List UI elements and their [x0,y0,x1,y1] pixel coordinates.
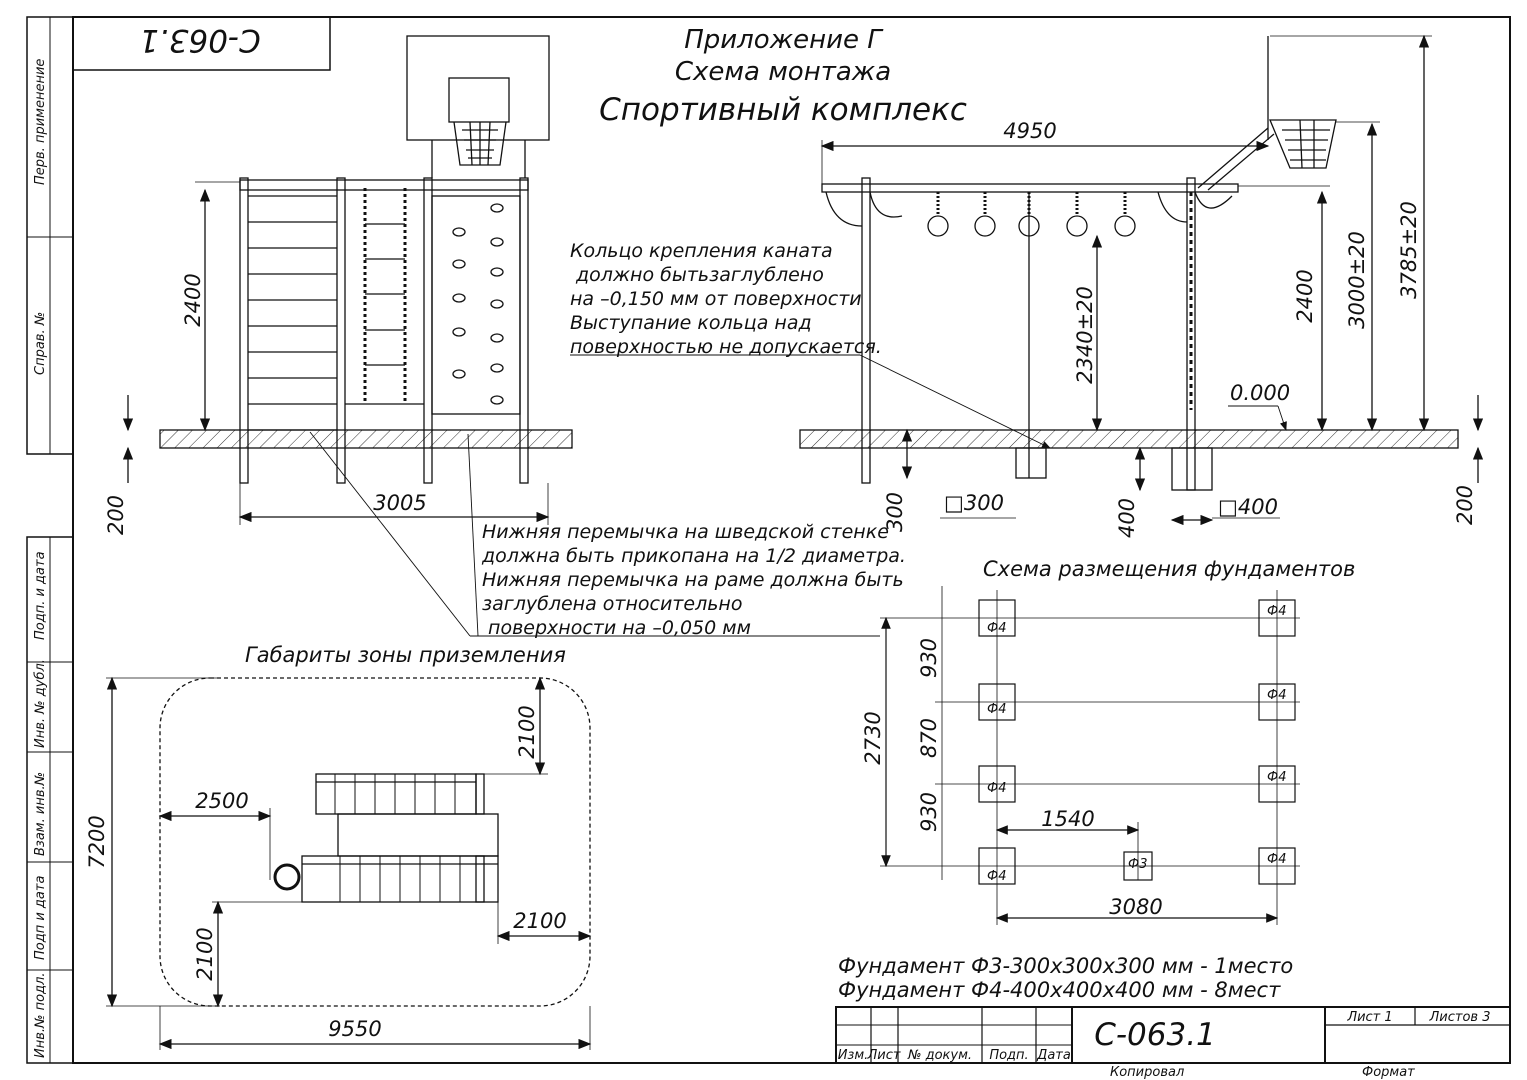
landing-dim-9550: 9550 [328,1017,381,1041]
f4-label-5: Ф4 [1267,604,1286,619]
foundation-spec-2: Фундамент Ф4-400х400х400 мм - 8мест [838,978,1281,1002]
landing-zone-title: Габариты зоны приземления [245,643,566,667]
side-dim-sq300: □300 [944,491,1004,515]
front-view [122,35,880,637]
f4-label-2: Ф4 [987,702,1006,717]
side-dim-200: 200 [1453,485,1477,525]
foundation-spec-1: Фундамент Ф3-300х300х300 мм - 1место [838,954,1293,978]
title-line-3: Спортивный комплекс [599,92,967,128]
bar-note-line-4: заглублена относительно [482,593,742,615]
label-podp-data-1: Подп. и дата [33,551,48,640]
stamp-col-podp: Подп. [989,1048,1028,1063]
found-dim-3080: 3080 [1109,895,1162,919]
f4-label-6: Ф4 [1267,688,1286,703]
drawing-frame [26,16,1511,1064]
side-dim-400: 400 [1115,498,1139,538]
side-dim-3785: 3785±20 [1397,201,1421,299]
stamp-format: Формат [1362,1065,1415,1080]
landing-dim-7200: 7200 [85,815,109,868]
title-block [835,1006,1511,1064]
rope-note-line-4: Выступание кольца над [570,312,812,334]
front-dim-width: 3005 [373,491,426,515]
title-line-1: Приложение Г [684,25,884,55]
rope-note-line-1: Кольцо крепления каната [570,240,833,262]
stamp-col-data: Дата [1036,1048,1071,1063]
label-inv-dubl: Инв. № дубл. [33,659,48,748]
found-dim-1540: 1540 [1041,807,1094,831]
stamp-code: С-063.1 [1094,1017,1216,1053]
corner-code: С-063.1 [139,22,261,58]
side-dim-length: 4950 [1003,119,1056,143]
stamp-col-doc: № докум. [907,1048,972,1063]
found-dim-930-b: 930 [917,792,941,832]
f4-label-8: Ф4 [1267,852,1286,867]
stamp-sheets: Листов 3 [1429,1010,1491,1025]
drawing-title: Приложение Г Схема монтажа Спортивный ко… [599,25,967,128]
bar-note-line-3: Нижняя перемычка на раме должна быть [482,569,904,591]
foundation-labels: Ф4 Ф4 Ф4 Ф4 Ф4 Ф4 Ф4 Ф4 Ф3 [987,604,1286,884]
side-strip-labels: Перв. применение Справ. № Подп. и дата И… [33,59,48,1058]
f4-label-4: Ф4 [987,869,1006,884]
landing-dim-2100-bottom: 2100 [193,927,217,980]
rope-ring-note: Кольцо крепления каната должно бытьзаглу… [570,240,882,358]
f4-label-3: Ф4 [987,781,1006,796]
stamp-copied: Копировал [1110,1065,1184,1080]
foundations-title: Схема размещения фундаментов [983,557,1355,581]
side-view [570,34,1484,526]
stamp-col-izm: Изм. [838,1048,869,1063]
f4-label-1: Ф4 [987,621,1006,636]
gymnastic-rings [927,192,1136,237]
found-dim-930-a: 930 [917,638,941,678]
stamp-col-list: Лист [867,1048,901,1063]
bottom-bar-note: Нижняя перемычка на шведской стенке долж… [481,521,906,639]
rope-note-line-5: поверхностью не допускается. [570,336,882,358]
label-perv-primenenie: Перв. применение [33,59,48,185]
front-dim-height: 2400 [181,273,205,326]
swedish-wall-rungs [248,195,337,431]
landing-dim-2100-right: 2100 [513,909,566,933]
rope-ladder [345,188,424,405]
label-podp-data-2: Подп и дата [33,876,48,960]
label-vzam-inv: Взам. инв.№ [33,772,48,856]
landing-dim-2100-top: 2100 [515,705,539,758]
found-dim-870: 870 [917,718,941,758]
climbing-wall [431,195,521,415]
stamp-sheet: Лист 1 [1346,1010,1392,1025]
bar-note-line-2: должна быть прикопана на 1/2 диаметра. [481,545,906,567]
f4-label-7: Ф4 [1267,770,1286,785]
landing-dim-2500: 2500 [195,789,248,813]
rope-note-line-2: должно бытьзаглублено [570,264,824,286]
landing-zone-plan [106,676,592,1050]
rope-note-line-3: на –0,150 мм от поверхности [570,288,862,310]
label-inv-podl: Инв.№ подл. [33,972,48,1058]
f3-label: Ф3 [1128,857,1147,872]
side-dim-300: 300 [883,492,907,532]
label-sprav-no: Справ. № [33,312,48,375]
side-dim-2400: 2400 [1293,269,1317,322]
side-dim-sq400: □400 [1218,495,1278,519]
found-dim-2730: 2730 [861,711,885,764]
side-dim-ring: 2340±20 [1073,286,1097,384]
side-level-zero: 0.000 [1230,381,1290,405]
foundation-plan [880,586,1300,925]
title-line-2: Схема монтажа [675,57,891,87]
front-dim-depth: 200 [104,495,128,535]
side-dim-3000: 3000±20 [1345,231,1369,329]
bar-note-line-1: Нижняя перемычка на шведской стенке [482,521,889,543]
bar-note-line-5: поверхности на –0,050 мм [482,617,751,639]
corner-code-box: С-063.1 [73,17,331,71]
